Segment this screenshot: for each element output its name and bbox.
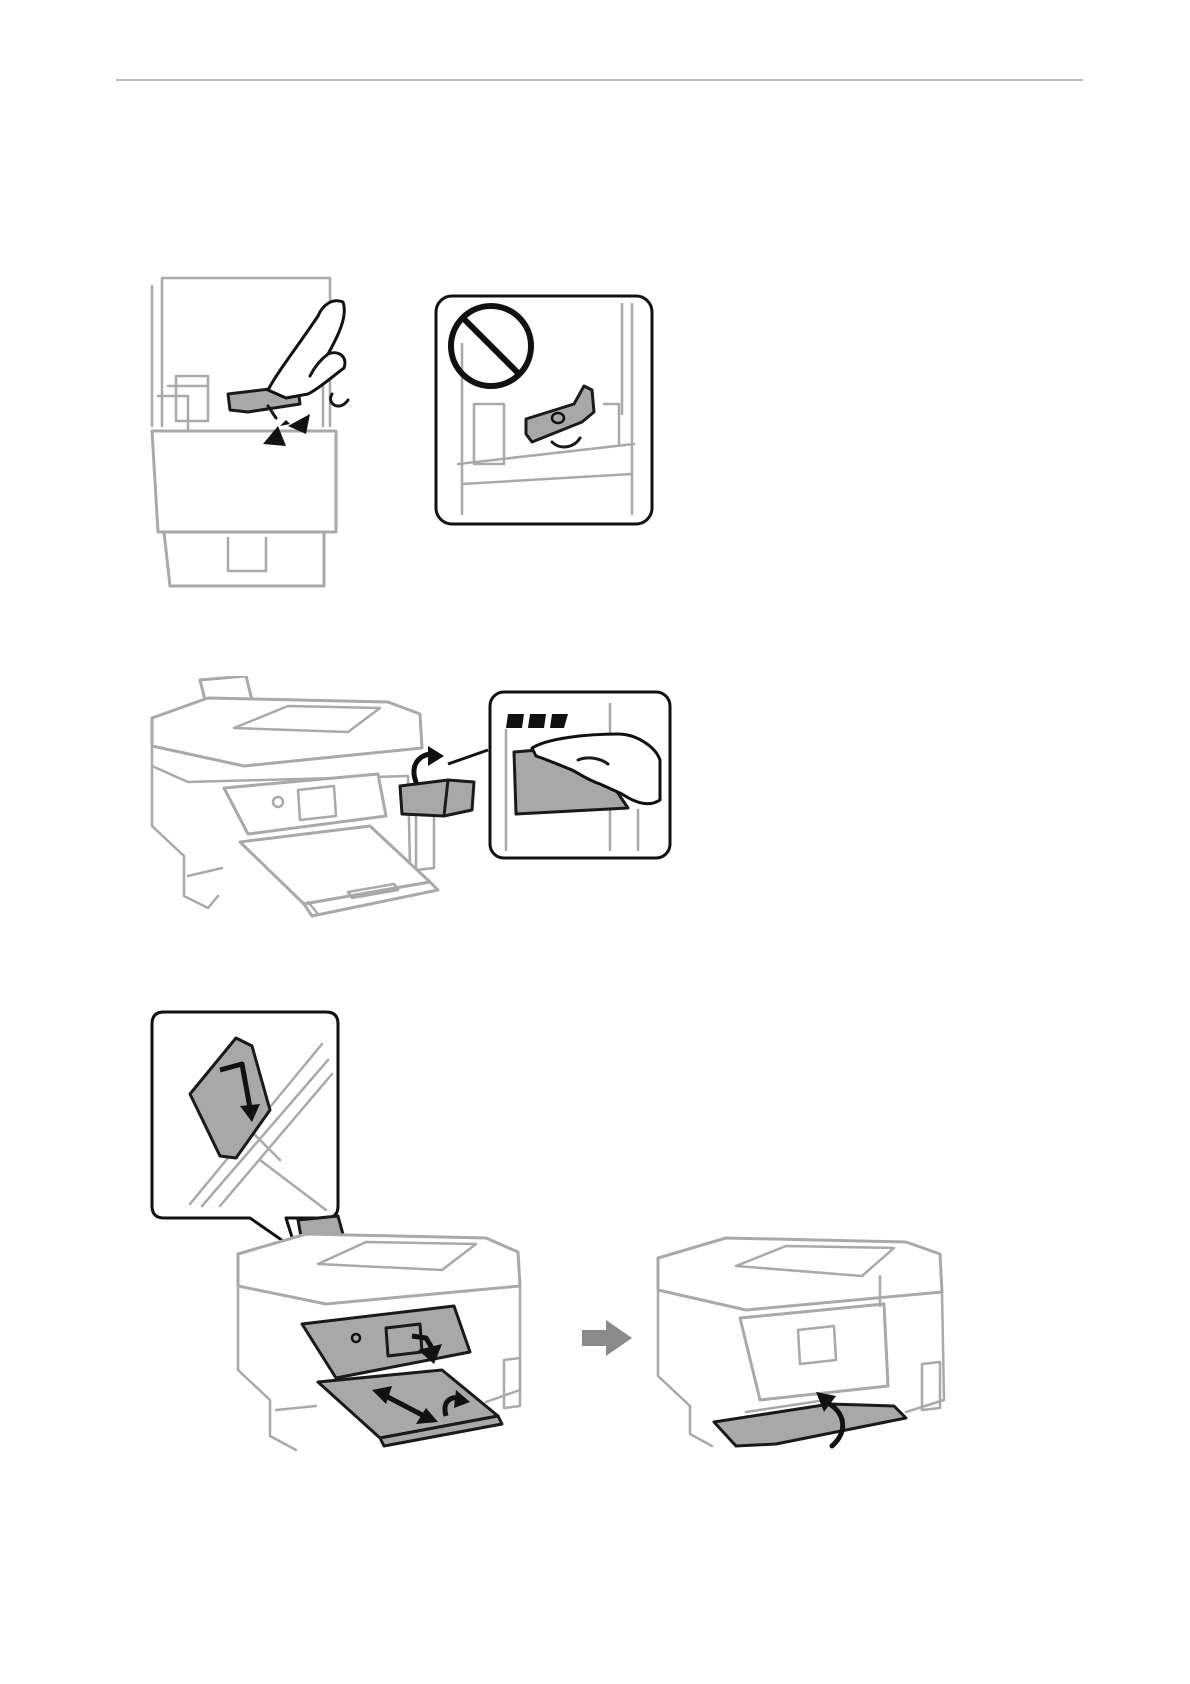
printer-open-body	[152, 278, 336, 586]
level-marks-icon	[506, 714, 568, 728]
curved-arrow-icon	[414, 746, 444, 782]
hand-icon	[268, 301, 348, 406]
step-3-illustration	[236, 1210, 546, 1456]
control-panel	[302, 1306, 470, 1378]
step-3-callout	[150, 1010, 340, 1240]
output-tray-closing	[714, 1400, 906, 1446]
step-2-callout	[488, 690, 672, 860]
ink-tank-cover	[400, 780, 474, 816]
header-rule	[116, 79, 1083, 81]
step-1-callout	[434, 294, 654, 526]
step-3-result-illustration	[656, 1236, 956, 1456]
right-arrow-icon	[580, 1318, 634, 1358]
